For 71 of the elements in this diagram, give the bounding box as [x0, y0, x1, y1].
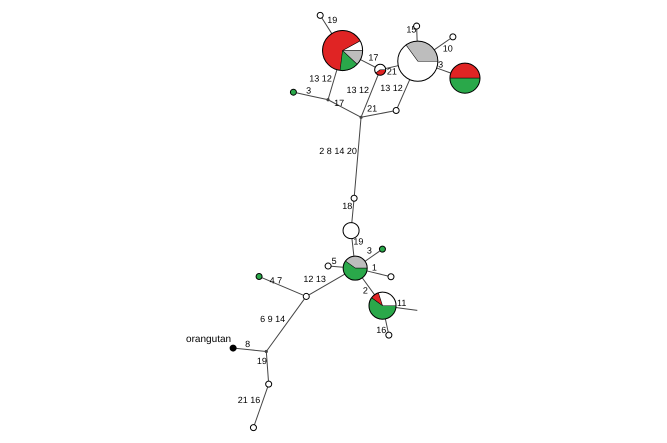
- node-label: orangutan: [186, 334, 232, 346]
- edge-label: 13 12: [309, 74, 332, 84]
- node-point: [359, 116, 363, 119]
- connector: [308, 274, 345, 296]
- edge-label: 19: [327, 14, 338, 25]
- connector: [330, 266, 344, 268]
- edge-label: 12 13: [303, 274, 326, 284]
- connector: [362, 110, 394, 118]
- connector: [236, 348, 266, 352]
- edge-label: 3: [306, 85, 312, 96]
- node-circle: [449, 33, 456, 40]
- connector: [354, 118, 362, 196]
- connector: [436, 68, 452, 74]
- node-circle: [290, 88, 297, 96]
- connector: [328, 69, 338, 100]
- connector: [434, 38, 450, 50]
- edge-label: 13 12: [380, 82, 403, 93]
- node-circle: [302, 292, 310, 300]
- edge-label: 16: [376, 324, 386, 335]
- edge-label: 1: [372, 262, 377, 273]
- edge-label: 13 12: [346, 84, 370, 95]
- edge-label: 2 8 14 20: [319, 146, 357, 156]
- connector: [351, 238, 354, 256]
- connector: [396, 307, 418, 311]
- connector: [361, 74, 378, 116]
- edge-label: 19: [353, 236, 364, 247]
- connector: [328, 100, 360, 118]
- edge-label: 3: [366, 245, 372, 256]
- node-circle: [265, 380, 272, 388]
- edge-label: 11: [397, 298, 406, 308]
- edge-label: 3: [438, 60, 444, 70]
- edge-label: 17: [334, 98, 344, 108]
- connector: [385, 65, 399, 69]
- connector: [364, 250, 380, 262]
- node-circle: [324, 262, 332, 270]
- edge-label: 21 16: [238, 395, 260, 406]
- edge-label: 10: [442, 43, 453, 54]
- edge-label: 6 9 14: [260, 314, 286, 324]
- node-point: [264, 350, 268, 354]
- connector: [360, 59, 376, 68]
- connector: [266, 352, 269, 382]
- connector: [261, 277, 304, 296]
- node-circle: [387, 273, 394, 280]
- edge-label: 2: [362, 286, 368, 296]
- node-circle: [250, 424, 257, 432]
- connector: [321, 18, 332, 34]
- node-circle: [385, 332, 392, 339]
- node-circle: [350, 194, 358, 202]
- connector: [254, 386, 268, 426]
- connector: [362, 277, 376, 296]
- node-circle: [342, 222, 360, 240]
- node-circle: [256, 272, 263, 280]
- edge-label: 19: [256, 356, 267, 366]
- connector: [296, 92, 328, 100]
- edge-label: 21: [367, 103, 378, 114]
- edge-label: 8: [245, 339, 250, 350]
- node-point: [326, 98, 330, 102]
- connector: [266, 298, 305, 351]
- node-circle: [230, 344, 237, 352]
- connector: [351, 201, 354, 223]
- edge-label: 17: [368, 52, 378, 63]
- connector: [396, 79, 410, 108]
- edge-label: 5: [332, 256, 337, 266]
- edge-label: 18: [342, 201, 352, 212]
- connector: [416, 28, 418, 42]
- node-circle: [378, 246, 386, 253]
- node-circle: [316, 12, 324, 19]
- node-circle: [392, 107, 400, 114]
- connector: [366, 270, 388, 276]
- connector: [384, 318, 389, 333]
- edge-label: 21: [386, 66, 397, 76]
